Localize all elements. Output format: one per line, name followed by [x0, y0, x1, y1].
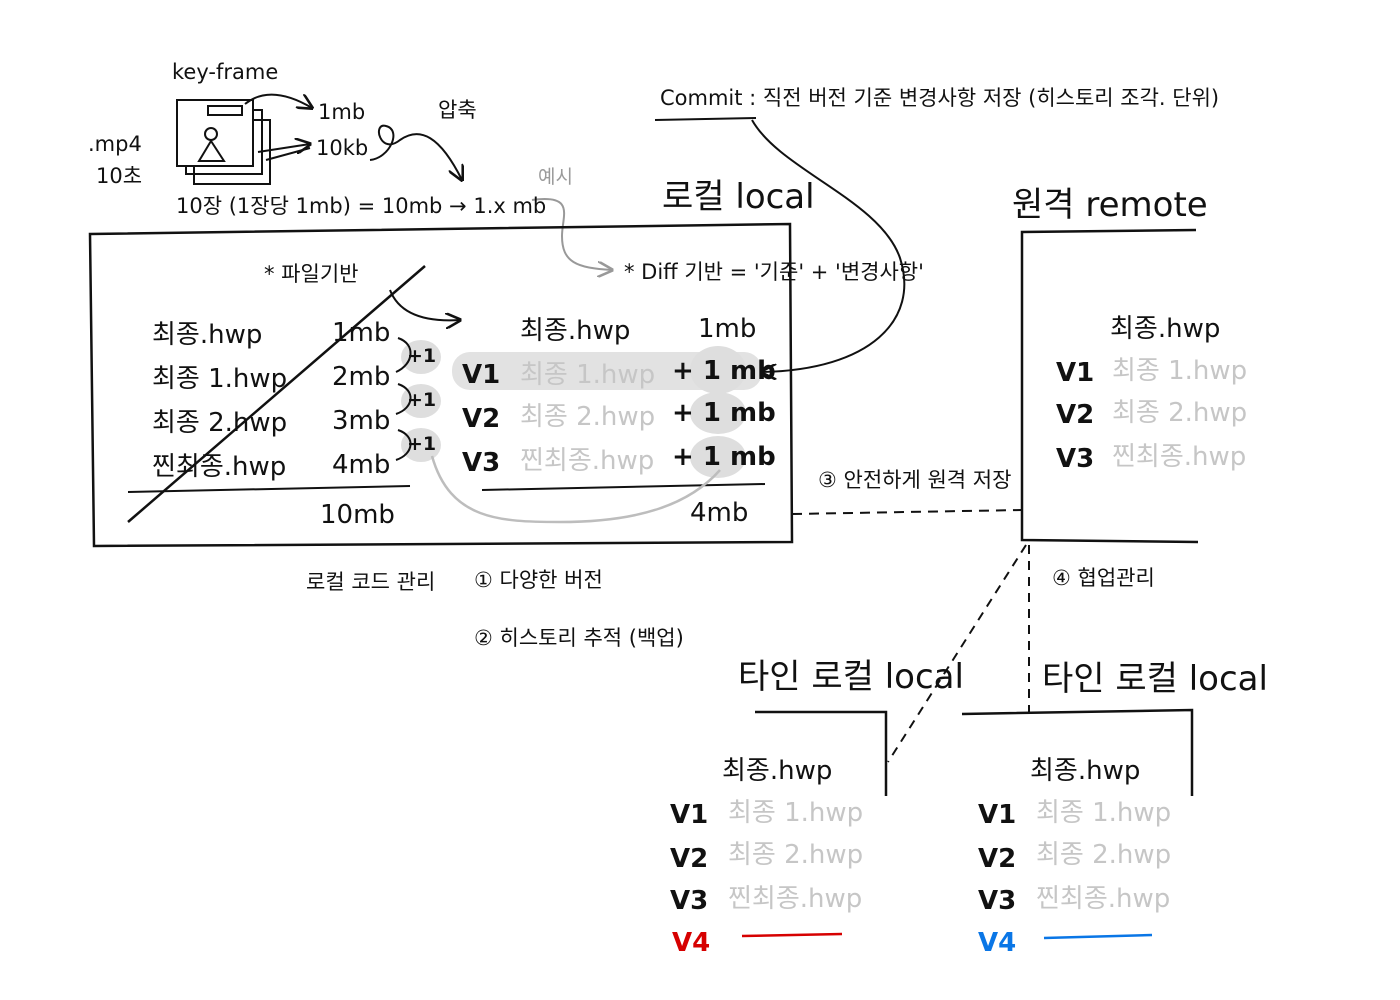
plus-1: +1 [407, 389, 437, 411]
other-v4-1: V4 [978, 928, 1017, 958]
diff-v-2: V3 [462, 448, 501, 478]
diff-total: 4mb [690, 498, 749, 528]
remote-v-0: V1 [1056, 358, 1095, 388]
other-title-1: 타인 로컬 local [1042, 659, 1268, 699]
other-name-1-1: 최종 2.hwp [1036, 840, 1172, 870]
file-size-2: 3mb [332, 406, 391, 436]
v4-red-line [741, 932, 843, 938]
remote-title: 원격 remote [1012, 185, 1208, 225]
note-2: ② 히스토리 추적 (백업) [474, 626, 684, 650]
file-size-3: 4mb [332, 450, 391, 480]
note-local-code: 로컬 코드 관리 [306, 570, 436, 594]
file-size-1: 2mb [332, 362, 391, 392]
other-name-0-2: 찐최종.hwp [728, 884, 863, 914]
remote-box [1020, 228, 1199, 544]
v4-blue-line [1043, 933, 1153, 940]
diff-delta-2: + 1 mb [672, 442, 776, 472]
note-4: ④ 협업관리 [1052, 566, 1155, 590]
other-v-1-0: V1 [978, 800, 1017, 830]
commit-label: Commit : 직전 버전 기준 변경사항 저장 (히스토리 조각. 단위) [660, 86, 1220, 110]
remote-name-2: 찐최종.hwp [1112, 442, 1247, 472]
remote-v-1: V2 [1056, 400, 1095, 430]
keyframe-arrow-10kb-a [257, 144, 310, 152]
local-title: 로컬 local [662, 177, 815, 217]
keyframe-image-icon [176, 99, 271, 185]
size-10kb-label: 10kb [316, 136, 369, 160]
file-size-0: 1mb [332, 318, 391, 348]
file-name-3: 찐최종.hwp [152, 452, 287, 482]
other-title-0: 타인 로컬 local [738, 657, 964, 697]
remote-name-0: 최종 1.hwp [1112, 356, 1248, 386]
remote-v-2: V3 [1056, 444, 1095, 474]
other-v-0-2: V3 [670, 886, 709, 916]
file-ext-label: .mp4 [88, 132, 142, 156]
file-based-strike [127, 265, 426, 523]
remote-base: 최종.hwp [1110, 314, 1221, 344]
other-name-1-0: 최종 1.hwp [1036, 798, 1172, 828]
other-name-0-1: 최종 2.hwp [728, 840, 864, 870]
diff-name-2: 찐최종.hwp [520, 446, 655, 476]
diff-base-name: 최종.hwp [520, 316, 631, 346]
diff-v-1: V2 [462, 404, 501, 434]
note-3: ③ 안전하게 원격 저장 [818, 468, 1012, 492]
local-box [88, 222, 794, 548]
file-name-1: 최종 1.hwp [152, 364, 288, 394]
other-v-0-0: V1 [670, 800, 709, 830]
remote-name-1: 최종 2.hwp [1112, 398, 1248, 428]
file-total: 10mb [320, 500, 395, 530]
other-local-box-2 [961, 708, 1194, 796]
plus-0: +1 [407, 345, 437, 367]
other-local-box-1 [755, 710, 888, 796]
file-to-diff-arrow [389, 289, 460, 320]
file-based-label: * 파일기반 [264, 262, 359, 286]
diff-delta-1: + 1 mb [672, 398, 776, 428]
note-1: ① 다양한 버전 [474, 568, 603, 592]
keyframe-title: key-frame [172, 60, 279, 84]
file-name-2: 최종 2.hwp [152, 408, 288, 438]
other-base-1: 최종.hwp [1030, 756, 1141, 786]
plus-2: +1 [407, 433, 437, 455]
size-1mb-label: 1mb [318, 100, 366, 124]
other-v-0-1: V2 [670, 844, 709, 874]
other-v-1-1: V2 [978, 844, 1017, 874]
diff-delta-0: + 1 mb [672, 356, 776, 386]
other-v-1-2: V3 [978, 886, 1017, 916]
compress-curl [369, 124, 462, 180]
plus-to-total-curve [430, 455, 721, 524]
other-base-0: 최종.hwp [722, 756, 833, 786]
keyframe-arrow-10kb-b [265, 147, 311, 161]
diff-based-label: * Diff 기반 = '기준' + '변경사항' [624, 260, 924, 284]
diff-v-0: V1 [462, 360, 501, 390]
other-name-1-2: 찐최종.hwp [1036, 884, 1171, 914]
keyframe-arrow-1mb [244, 95, 312, 108]
delta-circle-2 [690, 392, 746, 434]
compress-label: 압축 [438, 98, 477, 122]
plus-circle-3 [401, 428, 441, 462]
other-v4-0: V4 [672, 928, 711, 958]
diff-name-0: 최종 1.hwp [520, 360, 656, 390]
other-name-0-0: 최종 1.hwp [728, 798, 864, 828]
duration-label: 10초 [96, 164, 143, 188]
diff-name-1: 최종 2.hwp [520, 402, 656, 432]
delta-circle-1 [690, 346, 746, 394]
diff-base-size: 1mb [698, 314, 757, 344]
file-name-0: 최종.hwp [152, 320, 263, 350]
formula-label: 10장 (1장당 1mb) = 10mb → 1.x mb [176, 194, 547, 218]
example-arrow [531, 198, 612, 270]
example-label: 예시 [538, 166, 573, 188]
commit-arrow [751, 119, 906, 372]
